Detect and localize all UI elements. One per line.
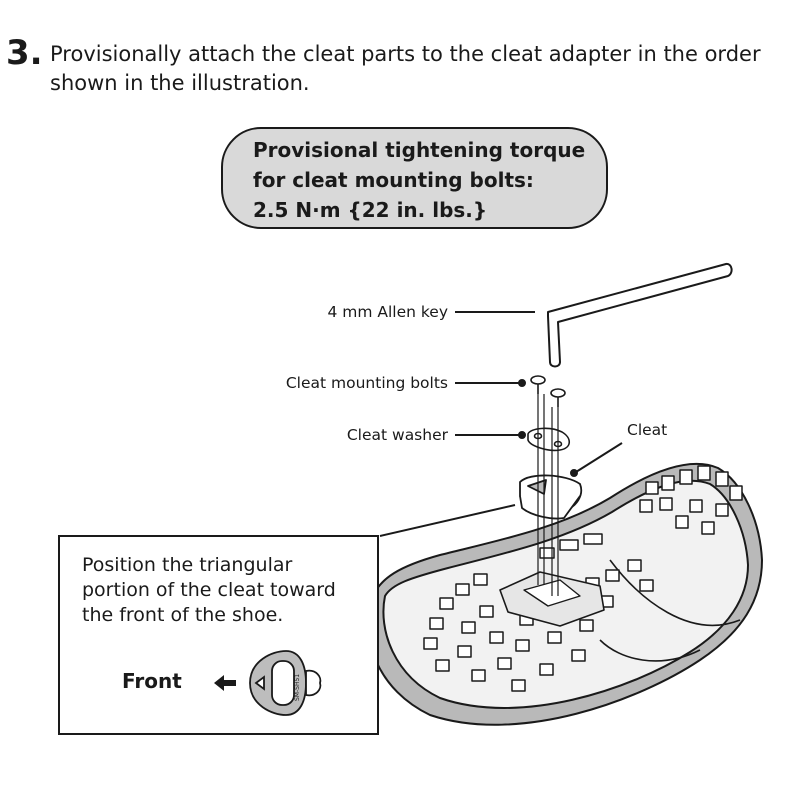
step-instruction-line-1: Provisionally attach the cleat parts to … — [50, 42, 761, 66]
left-arrow-icon — [214, 675, 236, 691]
shoe-sole-icon — [367, 462, 763, 726]
torque-line-1: Provisional tightening torque — [253, 138, 586, 162]
front-label: Front — [122, 669, 182, 693]
torque-spec-box: Provisional tightening torque for cleat … — [221, 127, 608, 229]
bolt-icon — [530, 375, 566, 407]
callout-allen-key: 4 mm Allen key — [327, 303, 448, 321]
allen-key-icon — [547, 262, 733, 368]
callout-mounting-bolts: Cleat mounting bolts — [286, 374, 448, 392]
step-number: 3. — [6, 33, 43, 73]
note-line-3: the front of the shoe. — [82, 604, 284, 626]
torque-line-2: for cleat mounting bolts: — [253, 168, 534, 192]
note-line-2: portion of the cleat toward — [82, 579, 336, 601]
note-line-1: Position the triangular — [82, 554, 293, 576]
orientation-note-box: Position the triangular portion of the c… — [58, 535, 379, 735]
torque-line-3: 2.5 N·m {22 in. lbs.} — [253, 198, 488, 222]
step-instruction-line-2: shown in the illustration. — [50, 71, 310, 95]
cleat-top-view: SM-SH51 — [214, 650, 322, 716]
step-instruction: Provisionally attach the cleat parts to … — [50, 40, 790, 98]
cleat-marking: SM-SH51 — [294, 674, 301, 701]
washer-icon — [527, 427, 571, 452]
cleat-outline-icon — [249, 650, 322, 716]
callout-cleat: Cleat — [627, 421, 667, 439]
callout-washer: Cleat washer — [347, 426, 449, 444]
cleat-icon — [519, 474, 582, 520]
